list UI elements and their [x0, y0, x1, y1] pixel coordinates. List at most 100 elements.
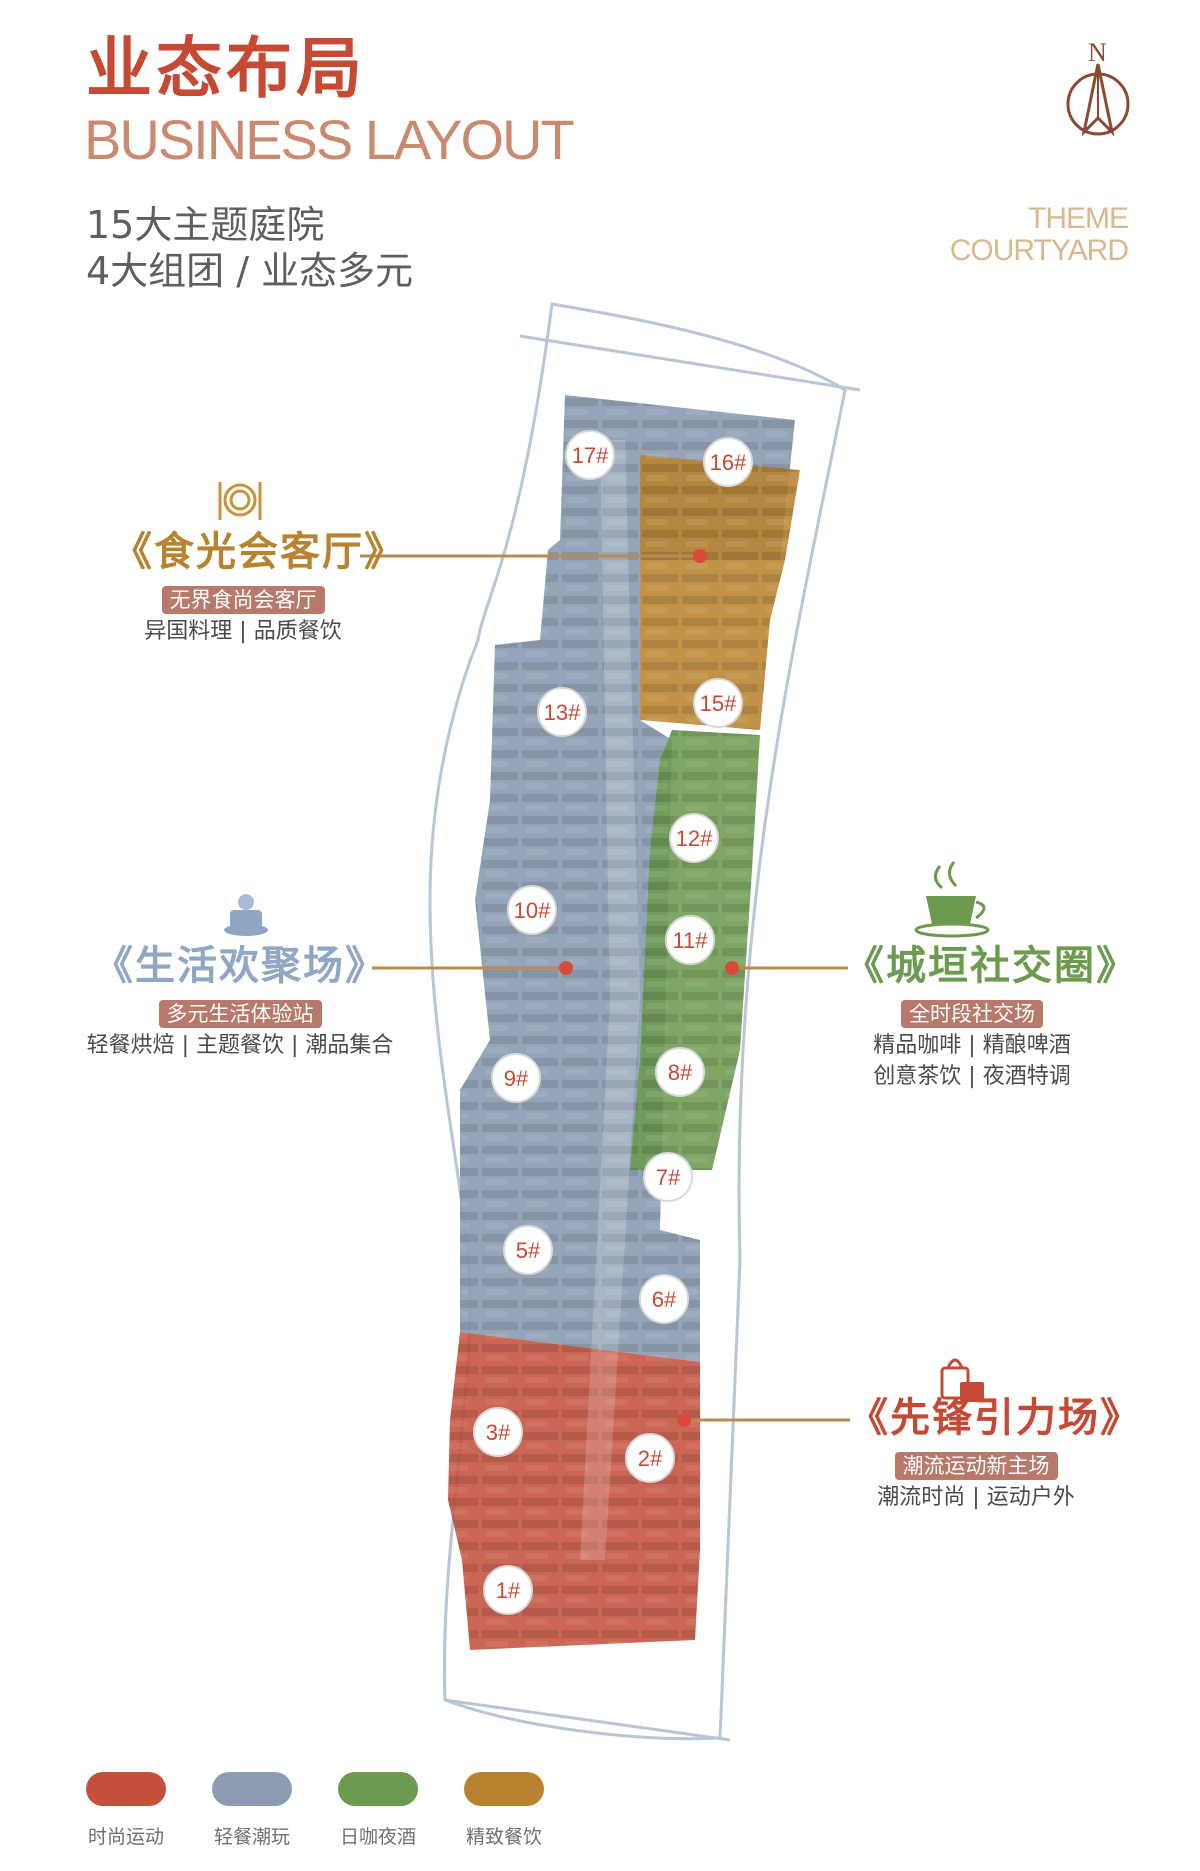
legend-item-fashion-sport: 时尚运动 — [86, 1772, 166, 1849]
theme-label-line-2: COURTYARD — [949, 234, 1129, 267]
building-marker-label: 7# — [656, 1165, 681, 1190]
building-marker-label: 12# — [676, 826, 713, 851]
site-boundary — [428, 302, 847, 1741]
page-title-en: BUSINESS LAYOUT — [84, 108, 575, 171]
building-marker-17: 17# — [565, 430, 615, 480]
group-dining-title: 食光会客厅 — [154, 529, 364, 575]
building-marker-circle — [565, 430, 615, 480]
building-marker-label: 1# — [496, 1578, 521, 1603]
legend-item-cafe-bar: 日咖夜酒 — [338, 1772, 418, 1849]
building-marker-circle — [703, 437, 753, 487]
group-social-title: 城垣社交圈 — [886, 943, 1096, 989]
building-marker-circle — [669, 813, 719, 863]
building-marker-1: 1# — [483, 1565, 533, 1615]
building-marker-circle — [639, 1274, 689, 1324]
building-marker-3: 3# — [473, 1407, 523, 1457]
north-letter: N — [1088, 38, 1107, 67]
group-life: 《生活欢聚场》 多元生活体验站 轻餐烘焙 | 主题餐饮 | 潮品集合 — [72, 946, 408, 1062]
building-marker-label: 15# — [700, 691, 737, 716]
group-life-tag: 多元生活体验站 — [158, 1000, 322, 1028]
building-marker-circle — [643, 1152, 693, 1202]
ornament-right: 》 — [1100, 1395, 1142, 1441]
group-pioneer-title: 先锋引力场 — [890, 1395, 1100, 1441]
ornament-right: 》 — [1096, 943, 1138, 989]
building-marker-circle — [693, 678, 743, 728]
building-marker-circle — [473, 1407, 523, 1457]
building-marker-7: 7# — [643, 1152, 693, 1202]
group-pioneer-tag: 潮流运动新主场 — [894, 1452, 1058, 1480]
compass-icon — [1066, 63, 1130, 137]
page-title: 业态布局 — [86, 30, 366, 107]
ornament-left: 《 — [844, 943, 886, 989]
group-dining-tag: 无界食尚会客厅 — [161, 586, 325, 614]
group-social-desc-2: 创意茶饮 | 夜酒特调 — [873, 1063, 1071, 1089]
building-marker-15: 15# — [693, 678, 743, 728]
ornament-right: 》 — [345, 943, 387, 989]
coffee-cup-icon — [914, 861, 990, 938]
building-marker-12: 12# — [669, 813, 719, 863]
legend-label: 精致餐饮 — [465, 1826, 542, 1848]
ornament-left: 《 — [848, 1395, 890, 1441]
shopping-bag-icon — [940, 1358, 984, 1402]
building-marker-circle — [625, 1433, 675, 1483]
building-marker-2: 2# — [625, 1433, 675, 1483]
ornament-left: 《 — [93, 943, 135, 989]
building-marker-circle — [483, 1565, 533, 1615]
building-marker-8: 8# — [655, 1047, 705, 1097]
group-life-desc: 轻餐烘焙 | 主题餐饮 | 潮品集合 — [86, 1033, 394, 1059]
building-marker-6: 6# — [639, 1274, 689, 1324]
group-pioneer: 《先锋引力场》 潮流运动新主场 潮流时尚 | 运动户外 — [848, 1395, 1140, 1514]
subtitle-line-2: 4大组团 / 业态多元 — [86, 249, 414, 293]
building-marker-16: 16# — [703, 437, 753, 487]
pin-social — [725, 961, 739, 975]
legend-item-light-dining: 轻餐潮玩 — [212, 1772, 292, 1849]
building-marker-5: 5# — [503, 1225, 553, 1275]
building-marker-label: 9# — [504, 1066, 529, 1091]
group-life-title: 生活欢聚场 — [135, 943, 345, 989]
pin-dining — [693, 549, 707, 563]
building-marker-9: 9# — [491, 1053, 541, 1103]
ornament-left: 《 — [112, 529, 154, 575]
legend-label: 轻餐潮玩 — [213, 1826, 290, 1848]
building-marker-label: 10# — [514, 898, 551, 923]
group-dining-desc: 异国料理 | 品质餐饮 — [144, 619, 342, 645]
road-line — [444, 1698, 731, 1742]
legend-swatch — [464, 1772, 544, 1806]
subtitle-line-1: 15大主题庭院 — [86, 203, 325, 247]
legend-item-fine-dining: 精致餐饮 — [464, 1772, 544, 1849]
building-marker-label: 6# — [652, 1287, 677, 1312]
theme-label-line-1: THEME — [1028, 202, 1129, 235]
building-marker-label: 17# — [572, 443, 609, 468]
building-marker-label: 16# — [710, 450, 747, 475]
legend-swatch — [338, 1772, 418, 1806]
building-marker-circle — [537, 687, 587, 737]
dining-icon — [218, 482, 262, 520]
legend-swatch — [86, 1772, 166, 1806]
building-marker-circle — [491, 1053, 541, 1103]
building-marker-11: 11# — [665, 915, 715, 965]
building-marker-circle — [503, 1225, 553, 1275]
building-marker-label: 2# — [638, 1446, 663, 1471]
building-marker-label: 5# — [516, 1238, 541, 1263]
building-marker-circle — [507, 885, 557, 935]
group-dining: 《食光会客厅》 无界食尚会客厅 异国料理 | 品质餐饮 — [112, 529, 404, 648]
ornament-right: 》 — [364, 529, 406, 575]
legend-label: 时尚运动 — [87, 1826, 164, 1848]
group-pioneer-desc: 潮流时尚 | 运动户外 — [877, 1485, 1075, 1511]
central-lane — [580, 440, 640, 1560]
pin-life — [559, 961, 573, 975]
legend-swatch — [212, 1772, 292, 1806]
building-marker-label: 13# — [544, 700, 581, 725]
group-social-tag: 全时段社交场 — [901, 1000, 1043, 1028]
legend-label: 日咖夜酒 — [339, 1826, 416, 1848]
pin-pioneer — [677, 1413, 691, 1427]
building-marker-label: 8# — [668, 1060, 693, 1085]
road-line — [519, 334, 861, 392]
building-marker-13: 13# — [537, 687, 587, 737]
cake-icon — [224, 894, 268, 936]
building-marker-label: 3# — [486, 1420, 511, 1445]
building-marker-circle — [655, 1047, 705, 1097]
group-social-desc-1: 精品咖啡 | 精酿啤酒 — [873, 1033, 1071, 1059]
building-marker-10: 10# — [507, 885, 557, 935]
